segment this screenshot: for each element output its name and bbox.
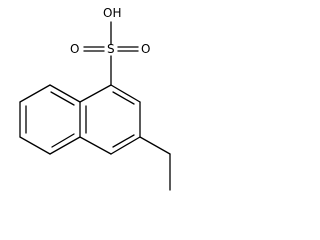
ethyl-group: [139, 136, 171, 191]
ring-left: [19, 84, 87, 155]
bond-c1-c2: [110, 84, 141, 103]
double-bond-c1-c2: [112, 91, 135, 105]
double-bond-c5-c4a: [51, 133, 75, 148]
bond-c4-c4a: [79, 136, 112, 155]
atom-label-oh: OH: [103, 6, 121, 20]
double-bond-c3-c4: [112, 134, 135, 148]
atom-label-oxygen-left: O: [70, 42, 79, 56]
atom-label-sulfur: S: [107, 42, 115, 56]
molecule-structure: OH S O O: [19, 6, 171, 191]
atom-label-oxygen-right: O: [141, 42, 150, 56]
bond-c3-c4: [110, 136, 141, 155]
double-bond-c8-c8a: [50, 91, 75, 106]
sulfonic-acid-group: [83, 21, 139, 86]
bond-c8a-c1: [79, 84, 112, 103]
structure-canvas: OH S O O: [0, 0, 180, 211]
ring-right: [79, 84, 141, 155]
bond-c8-c7: [19, 84, 51, 103]
bond-c6-c5: [19, 136, 51, 155]
bond-c5-c4a: [49, 136, 81, 155]
bond-c8a-c8: [49, 84, 81, 103]
bond-ring-ch2: [139, 136, 171, 155]
